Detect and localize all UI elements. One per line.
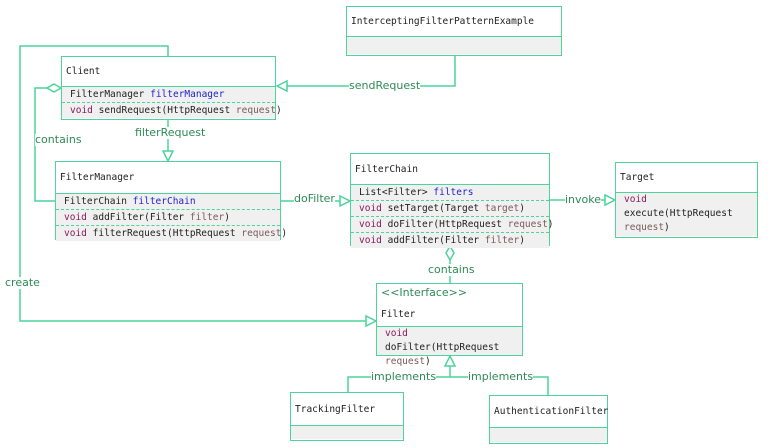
label-invoke: invoke <box>565 193 602 206</box>
method: void setTarget(Target target) <box>351 201 549 217</box>
class-authentication-filter[interactable]: AuthenticationFilter <box>489 395 608 444</box>
method: void addFilter(Filter filter) <box>351 233 549 248</box>
keyword: void <box>624 194 647 205</box>
field-name: filterChain <box>132 196 196 207</box>
label-implements-tracking: implements <box>371 370 437 383</box>
type: List<Filter> <box>359 187 428 198</box>
create-arrowhead <box>365 314 378 328</box>
implements-arrowhead <box>443 354 457 367</box>
method: void doFilter(HttpRequest request) <box>351 217 554 233</box>
method: void addFilter(Filter filter) <box>56 210 280 226</box>
param: request <box>385 356 426 367</box>
keyword: void <box>359 235 382 246</box>
keyword: void <box>64 228 87 239</box>
send-request-arrowhead <box>275 79 288 93</box>
param: request <box>507 219 548 230</box>
class-name: TrackingFilter <box>291 393 403 426</box>
field-name: filterManager <box>150 89 225 100</box>
class-body: FilterManager filterManager void sendReq… <box>62 87 282 118</box>
class-client[interactable]: Client FilterManager filterManager void … <box>61 56 282 120</box>
aggregation-diamond-icon <box>445 244 455 262</box>
param: request <box>624 222 665 233</box>
signature: filterRequest(HttpRequest <box>92 228 236 239</box>
keyword: void <box>359 219 382 230</box>
class-body <box>347 37 561 54</box>
class-body <box>490 428 607 442</box>
signature: doFilter(HttpRequest <box>387 219 503 230</box>
method: void doFilter(HttpRequest request) <box>377 327 522 367</box>
type: FilterManager <box>70 89 145 100</box>
label-do-filter: doFilter <box>294 192 335 205</box>
param: request <box>241 228 282 239</box>
filter-request-arrowhead <box>161 150 175 163</box>
keyword: void <box>70 105 93 116</box>
class-name: AuthenticationFilter <box>490 396 608 428</box>
signature: doFilter(HttpRequest <box>385 342 500 353</box>
class-name: Filter <box>377 302 522 327</box>
class-name: Target <box>616 163 757 193</box>
class-body: void doFilter(HttpRequest request) <box>377 327 522 367</box>
signature: addFilter(Filter <box>387 235 480 246</box>
keyword: void <box>64 212 87 223</box>
signature: setTarget(Target <box>387 203 480 214</box>
send-request-line <box>286 56 456 87</box>
keyword: void <box>359 203 382 214</box>
signature: addFilter(Filter <box>92 212 185 223</box>
paren: ) <box>547 219 554 230</box>
label-contains-chain: contains <box>428 263 475 276</box>
signature: execute(HttpRequest <box>624 208 733 219</box>
class-name: InterceptingFilterPatternExample <box>347 7 561 37</box>
method: void sendRequest(HttpRequest request) <box>62 103 282 118</box>
class-filter-manager[interactable]: FilterManager FilterChain filterChain vo… <box>55 161 287 241</box>
class-tracking-filter[interactable]: TrackingFilter <box>290 392 404 441</box>
class-name: Client <box>62 57 275 87</box>
class-body <box>291 426 403 439</box>
type: FilterChain <box>64 196 127 207</box>
attribute: FilterChain filterChain <box>56 194 280 210</box>
class-body: FilterChain filterChain void addFilter(F… <box>56 194 287 241</box>
class-filter-chain[interactable]: FilterChain List<Filter> filters void se… <box>350 153 554 248</box>
class-intercepting-filter-pattern-example[interactable]: InterceptingFilterPatternExample <box>346 6 562 56</box>
implements-tracking-line <box>347 376 549 395</box>
label-create: create <box>5 276 40 289</box>
class-body: List<Filter> filters void setTarget(Targ… <box>351 185 554 248</box>
do-filter-arrowhead <box>339 194 352 208</box>
class-body: void execute(HttpRequest request) <box>616 193 757 236</box>
field-name: filters <box>433 187 474 198</box>
paren: ) <box>519 203 525 214</box>
class-name: FilterManager <box>56 162 280 194</box>
label-filter-request: filterRequest <box>135 126 206 139</box>
label-send-request: sendRequest <box>349 79 421 92</box>
method: void filterRequest(HttpRequest request) <box>56 226 287 241</box>
class-target[interactable]: Target void execute(HttpRequest request) <box>615 162 758 238</box>
class-name: FilterChain <box>351 154 549 185</box>
param: request <box>235 105 276 116</box>
param: filter <box>484 235 520 246</box>
paren: ) <box>519 235 525 246</box>
paren: ) <box>425 356 431 367</box>
param: filter <box>189 212 225 223</box>
label-contains-client: contains <box>35 133 82 146</box>
paren: ) <box>275 105 282 116</box>
signature: sendRequest(HttpRequest <box>98 105 231 116</box>
paren: ) <box>664 222 670 233</box>
aggregation-diamond-icon <box>45 83 63 93</box>
label-implements-auth: implements <box>468 370 534 383</box>
stereotype: <<Interface>> <box>381 286 468 299</box>
paren: ) <box>224 212 230 223</box>
create-line <box>19 45 366 322</box>
invoke-arrowhead <box>604 193 617 207</box>
attribute: List<Filter> filters <box>351 185 549 201</box>
keyword: void <box>385 328 408 339</box>
attribute: FilterManager filterManager <box>62 87 275 103</box>
interface-filter[interactable]: <<Interface>> Filter void doFilter(HttpR… <box>376 283 523 367</box>
method: void execute(HttpRequest request) <box>616 193 757 233</box>
paren: ) <box>281 228 288 239</box>
param: target <box>484 203 520 214</box>
